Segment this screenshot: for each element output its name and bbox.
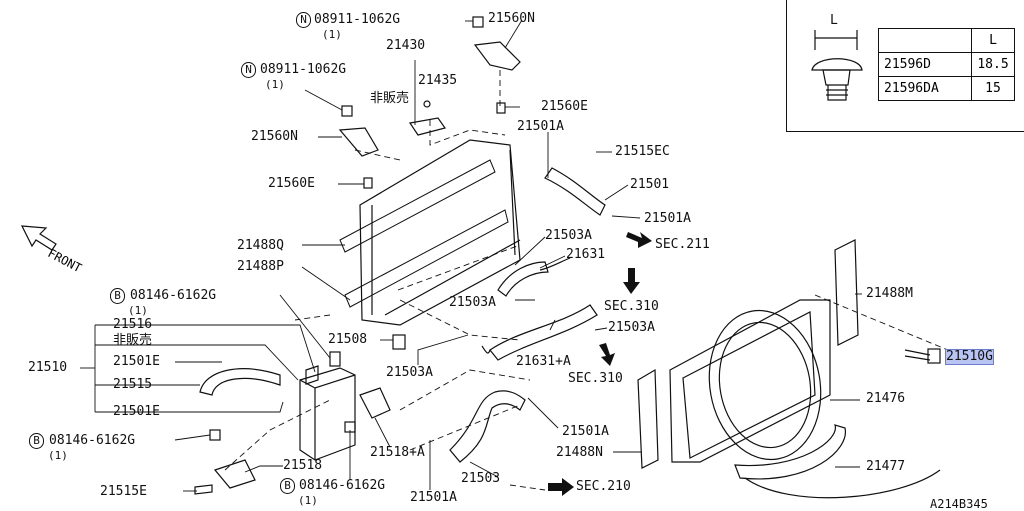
bolt-21510g xyxy=(904,348,941,364)
hose-21631 xyxy=(497,257,571,297)
table-cell: 21596DA xyxy=(878,76,972,101)
label-21476: 21476 xyxy=(866,391,906,406)
label-21503a: 21503A xyxy=(386,365,433,380)
inset-dim-label: L xyxy=(830,13,838,28)
label-b-mark: B xyxy=(280,478,295,494)
label-qty: (1) xyxy=(298,494,318,507)
label-21501e: 21501E xyxy=(113,354,160,369)
label-n-mark: N xyxy=(241,62,256,78)
label-n-mark: N xyxy=(296,12,311,28)
shroud-upper-21488m xyxy=(834,239,859,346)
label-21631-a: 21631+A xyxy=(516,354,571,369)
label-21503a: 21503A xyxy=(608,320,655,335)
label-21501a: 21501A xyxy=(517,119,564,134)
label-b-mark: B xyxy=(29,433,44,449)
shroud-lower-21477 xyxy=(734,424,941,499)
label-21508: 21508 xyxy=(328,332,368,347)
label-21510: 21510 xyxy=(28,360,68,375)
hose-21503 xyxy=(449,390,526,463)
label-sec-310: SEC.310 xyxy=(604,299,659,314)
label-qty: (1) xyxy=(128,304,148,317)
table-row: 21596DA 15 xyxy=(878,76,1015,101)
bracket-upper xyxy=(338,16,521,350)
label-21488m: 21488M xyxy=(866,286,913,301)
label-qty: (1) xyxy=(265,78,285,91)
table-row: 21596D 18.5 xyxy=(878,52,1015,77)
label-21518-a: 21518+A xyxy=(370,445,425,460)
label-sec-210: SEC.210 xyxy=(576,479,631,494)
label-21488q: 21488Q xyxy=(237,238,284,253)
label-08911-1062g: 08911-1062G xyxy=(260,62,347,77)
label-21501a: 21501A xyxy=(410,490,457,505)
label-08911-1062g: 08911-1062G xyxy=(314,12,401,27)
label-not-for-sale: 非販売 xyxy=(370,91,410,106)
table-cell: 15 xyxy=(971,76,1015,101)
hose-21501 xyxy=(544,167,606,216)
table-cell: 21596D xyxy=(878,52,972,77)
label-08146-6162g: 08146-6162G xyxy=(49,433,136,448)
label-sec-310: SEC.310 xyxy=(568,371,623,386)
label-21477: 21477 xyxy=(866,459,906,474)
label-21435: 21435 xyxy=(418,73,458,88)
shroud-side-21488n xyxy=(637,368,659,469)
label-21560n: 21560N xyxy=(251,129,298,144)
inset-clip-drawing xyxy=(811,30,863,101)
table-header-cell: L xyxy=(971,28,1015,53)
label-21518: 21518 xyxy=(283,458,323,473)
label-08146-6162g: 08146-6162G xyxy=(130,288,217,303)
label-21510g-highlighted[interactable]: 21510G xyxy=(945,349,994,365)
label-sec-211: SEC.211 xyxy=(655,237,710,252)
label-not-for-sale: 非販売 xyxy=(113,333,153,348)
inset-panel xyxy=(786,0,1024,132)
label-21515: 21515 xyxy=(113,377,153,392)
front-arrow xyxy=(20,225,57,251)
label-21560e: 21560E xyxy=(541,99,588,114)
label-08146-6162g: 08146-6162G xyxy=(299,478,386,493)
reservoir-tank xyxy=(299,365,391,461)
label-21430: 21430 xyxy=(386,38,426,53)
table-header-cell xyxy=(878,28,972,53)
label-b-mark: B xyxy=(110,288,125,304)
inset-table: L 21596D 18.5 21596DA 15 xyxy=(878,28,1015,101)
diagram-code: A214B345 xyxy=(930,497,988,511)
label-21516: 21516 xyxy=(113,317,153,332)
label-21515ec: 21515EC xyxy=(615,144,670,159)
label-21488p: 21488P xyxy=(237,259,284,274)
table-cell: 18.5 xyxy=(971,52,1015,77)
label-21503: 21503 xyxy=(461,471,501,486)
label-21560e: 21560E xyxy=(268,176,315,191)
label-21515e: 21515E xyxy=(100,484,147,499)
section-arrows xyxy=(548,232,652,496)
label-21501: 21501 xyxy=(630,177,670,192)
label-21501a: 21501A xyxy=(562,424,609,439)
label-21488n: 21488N xyxy=(556,445,603,460)
label-21501e: 21501E xyxy=(113,404,160,419)
label-qty: (1) xyxy=(322,28,342,41)
label-21501a: 21501A xyxy=(644,211,691,226)
label-21631: 21631 xyxy=(566,247,606,262)
hose-21631-a xyxy=(481,304,598,361)
label-21503a: 21503A xyxy=(449,295,496,310)
table-row: L xyxy=(878,28,1015,53)
label-21560n: 21560N xyxy=(488,11,535,26)
label-21503a: 21503A xyxy=(545,228,592,243)
hose-21515 xyxy=(199,368,281,396)
fan-shroud xyxy=(669,299,831,463)
label-qty: (1) xyxy=(48,449,68,462)
